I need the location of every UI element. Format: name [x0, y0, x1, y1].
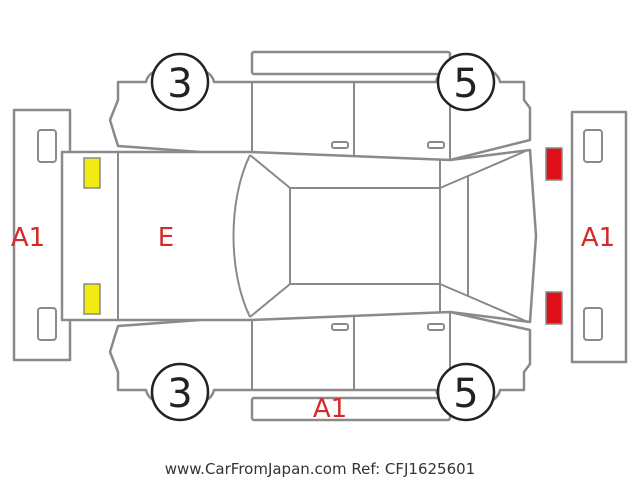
front-lamp-marker-lower [83, 283, 101, 315]
car-body-top-view [60, 148, 538, 324]
reference-caption: www.CarFromJapan.com Ref: CFJ1625601 [165, 460, 475, 478]
rear-lamp-marker-lower [545, 291, 563, 325]
rear-bumper-damage-label: A1 [581, 223, 615, 253]
front-bumper [12, 108, 72, 362]
wheel-rear-lower-label: 5 [453, 371, 478, 417]
front-bumper-damage-label: A1 [11, 223, 45, 253]
wheel-rear-upper-label: 5 [453, 61, 478, 107]
wheel-rear-upper: 5 [436, 52, 496, 112]
wheel-front-upper: 3 [150, 52, 210, 112]
bottom-panel-damage-label: A1 [313, 394, 347, 424]
wheel-front-lower: 3 [150, 362, 210, 422]
front-lamp-marker-upper [83, 157, 101, 189]
rear-bumper [570, 110, 628, 364]
roof-top-panel [250, 50, 452, 76]
wheel-front-upper-label: 3 [167, 61, 192, 107]
wheel-front-lower-label: 3 [167, 371, 192, 417]
hood-damage-label: E [158, 223, 174, 253]
bottom-rocker-panel [250, 396, 452, 422]
wheel-rear-lower: 5 [436, 362, 496, 422]
rear-lamp-marker-upper [545, 147, 563, 181]
